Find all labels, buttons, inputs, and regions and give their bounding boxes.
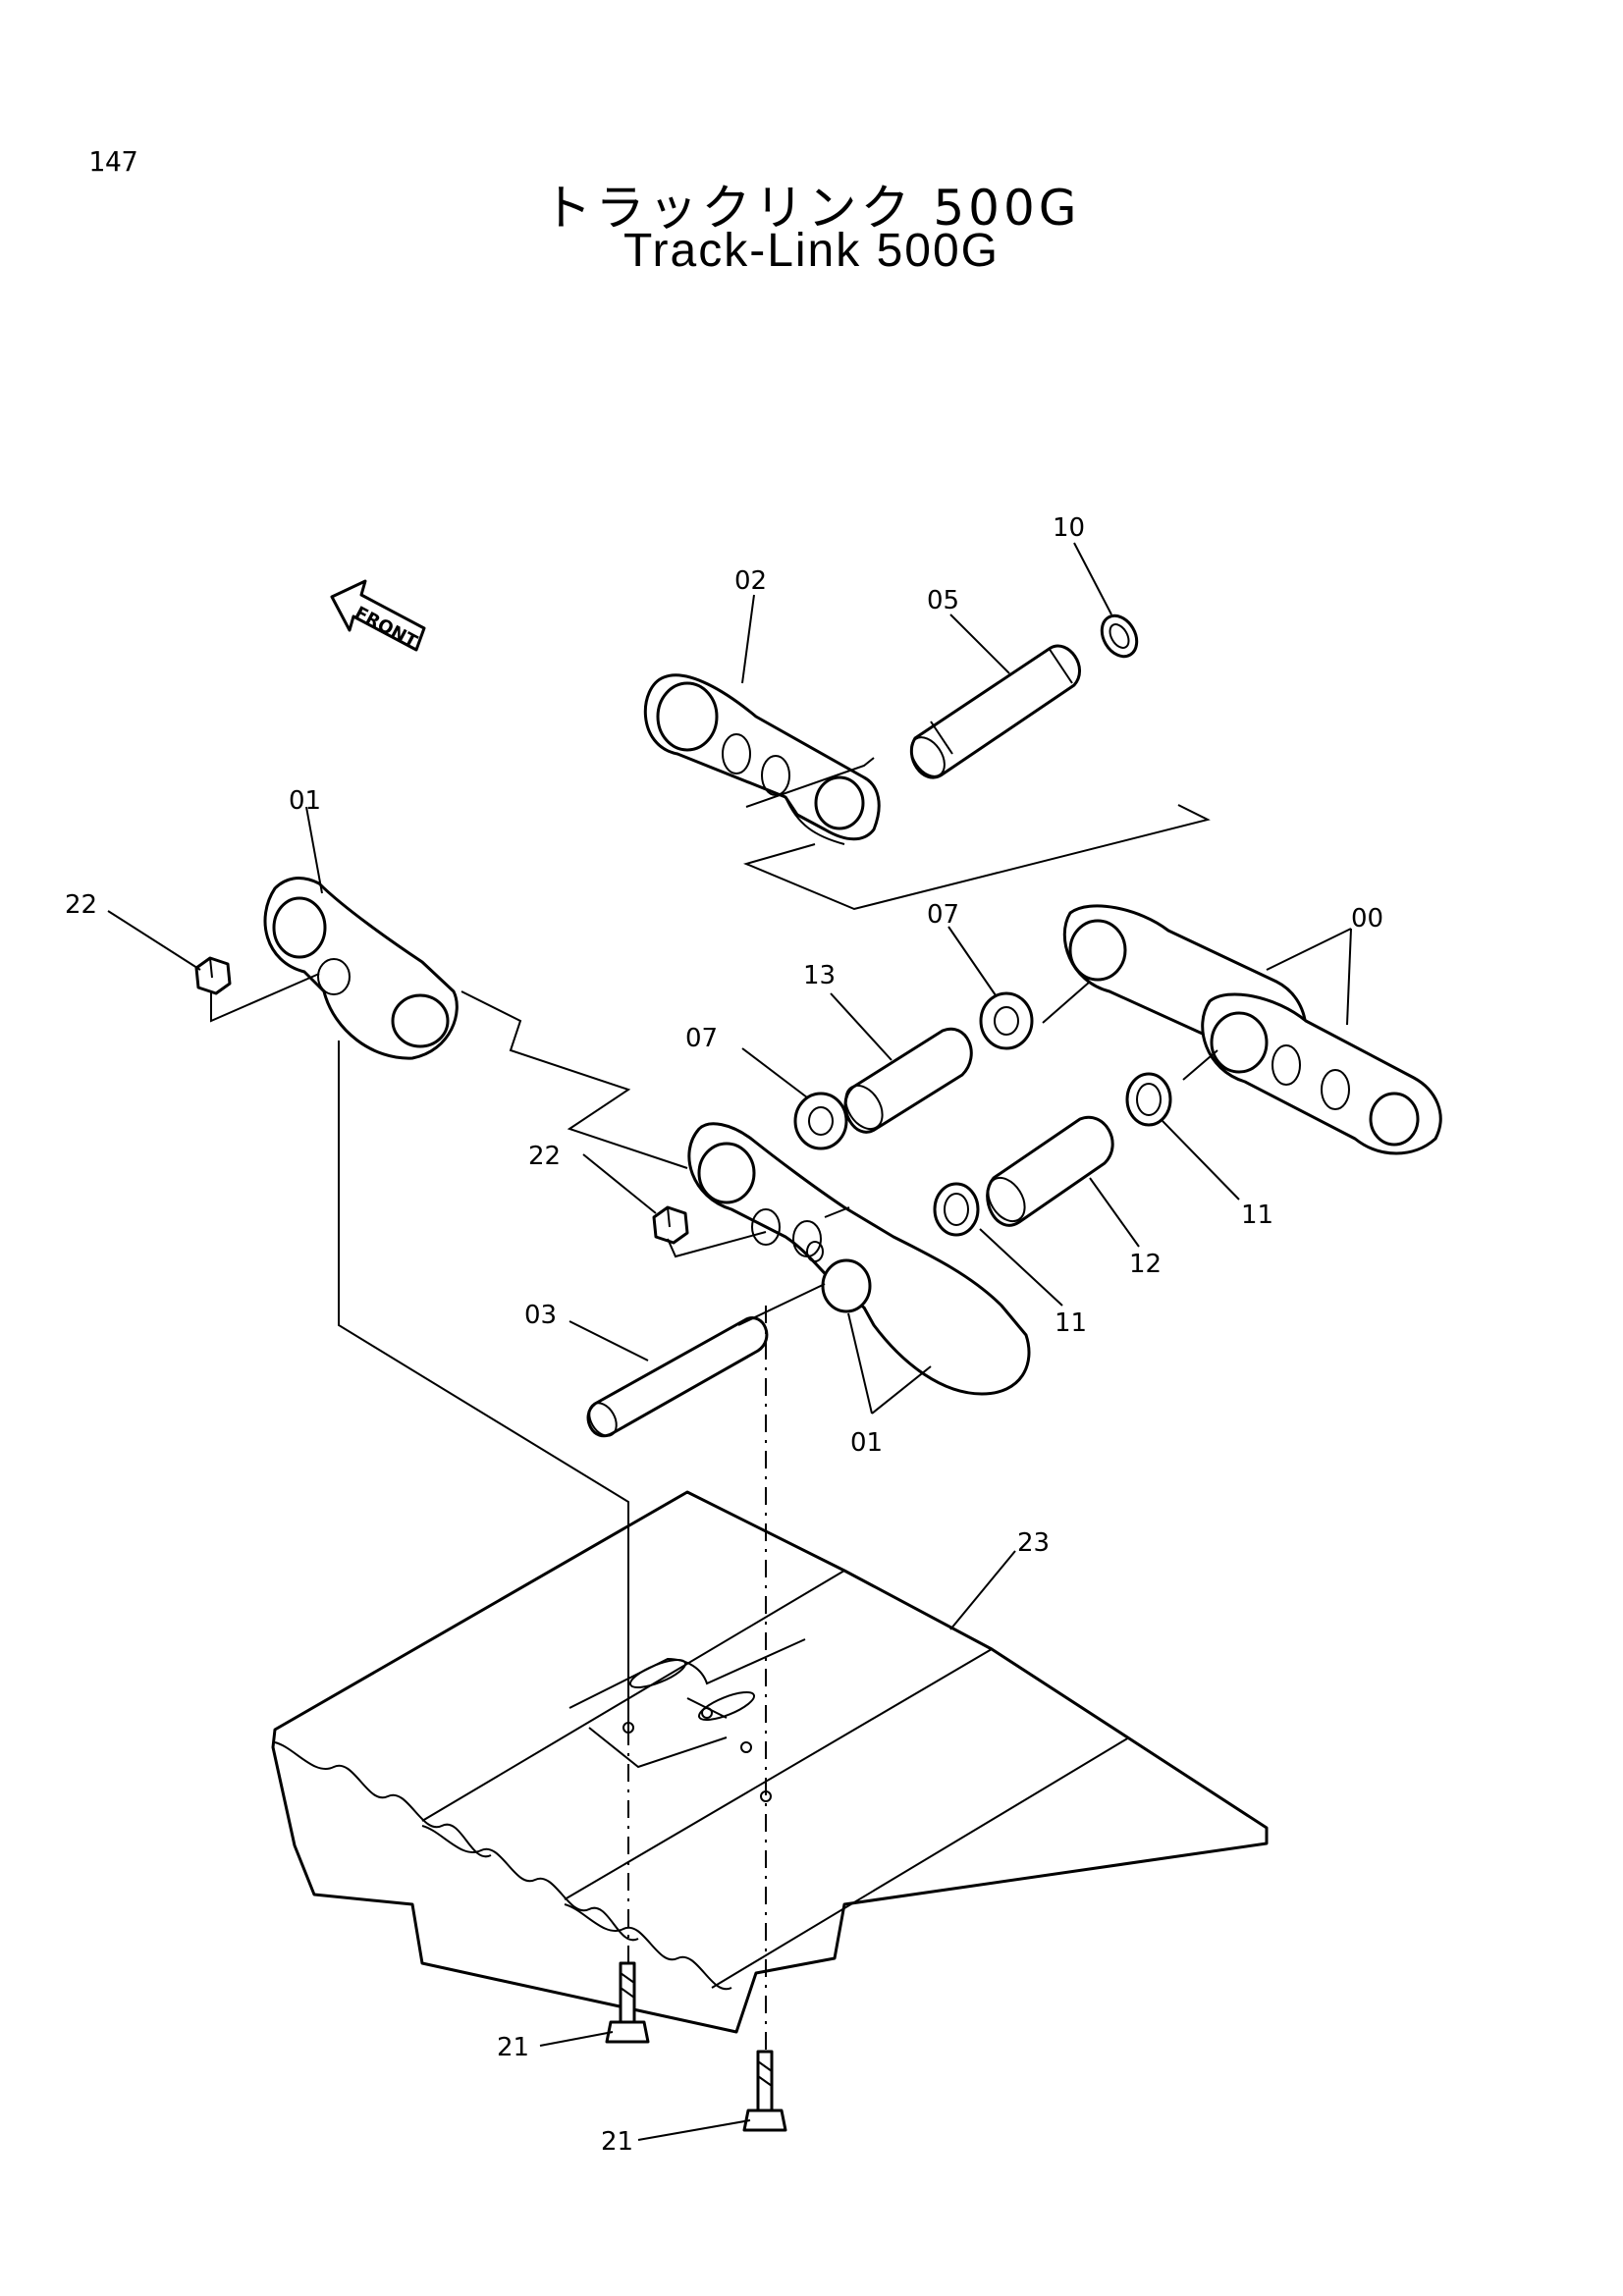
callout-22-mid: 22 <box>528 1142 561 1171</box>
callout-labels: 02 05 10 01 22 00 07 13 07 22 11 12 11 0… <box>65 513 1383 2157</box>
callout-21-upper: 21 <box>497 2033 529 2062</box>
callout-03: 03 <box>524 1301 557 1330</box>
link-01-lower <box>687 1122 1031 1396</box>
link-00-pair <box>1062 904 1442 1155</box>
callout-02: 02 <box>734 566 767 596</box>
callout-01-bottom: 01 <box>850 1428 883 1458</box>
page-number: 147 <box>88 145 138 178</box>
track-shoe-23 <box>271 1490 1269 2034</box>
snap-ring-10 <box>1100 614 1139 659</box>
callout-07-lower: 07 <box>685 1024 718 1053</box>
callout-12: 12 <box>1129 1250 1162 1279</box>
bolt-21-lower <box>742 2050 787 2132</box>
link-01-upper <box>263 877 459 1060</box>
callout-01-top: 01 <box>289 786 321 816</box>
callout-11-lower: 11 <box>1055 1308 1087 1338</box>
page-title-english: Track-Link 500G <box>622 225 1000 277</box>
callout-10: 10 <box>1053 513 1085 543</box>
callout-23: 23 <box>1017 1528 1050 1558</box>
bushing-12 <box>986 1115 1114 1227</box>
bolt-21-upper <box>605 1961 650 2044</box>
callout-11-right: 11 <box>1241 1201 1273 1230</box>
callout-leaders <box>107 542 1352 2141</box>
link-02 <box>643 673 881 845</box>
callout-00: 00 <box>1351 904 1383 934</box>
callout-21-lower: 21 <box>601 2127 633 2157</box>
assembly-lines <box>210 757 1218 2052</box>
seal-07-upper <box>979 991 1034 1050</box>
callout-05: 05 <box>927 586 959 615</box>
nut-22-left <box>194 956 232 995</box>
pin-03 <box>586 1316 769 1438</box>
seal-11-right <box>1125 1072 1172 1127</box>
callout-07-upper: 07 <box>927 900 959 930</box>
callout-22-left: 22 <box>65 890 97 920</box>
nut-22-mid <box>652 1205 689 1245</box>
bushing-13 <box>843 1027 973 1134</box>
seal-07-lower <box>793 1092 848 1150</box>
front-arrow-icon: FRONT <box>330 579 426 653</box>
page-title-japanese: トラックリンク 500G <box>542 180 1081 237</box>
callout-13: 13 <box>803 961 836 990</box>
pin-05 <box>909 644 1081 779</box>
seal-11-lower <box>933 1182 980 1237</box>
